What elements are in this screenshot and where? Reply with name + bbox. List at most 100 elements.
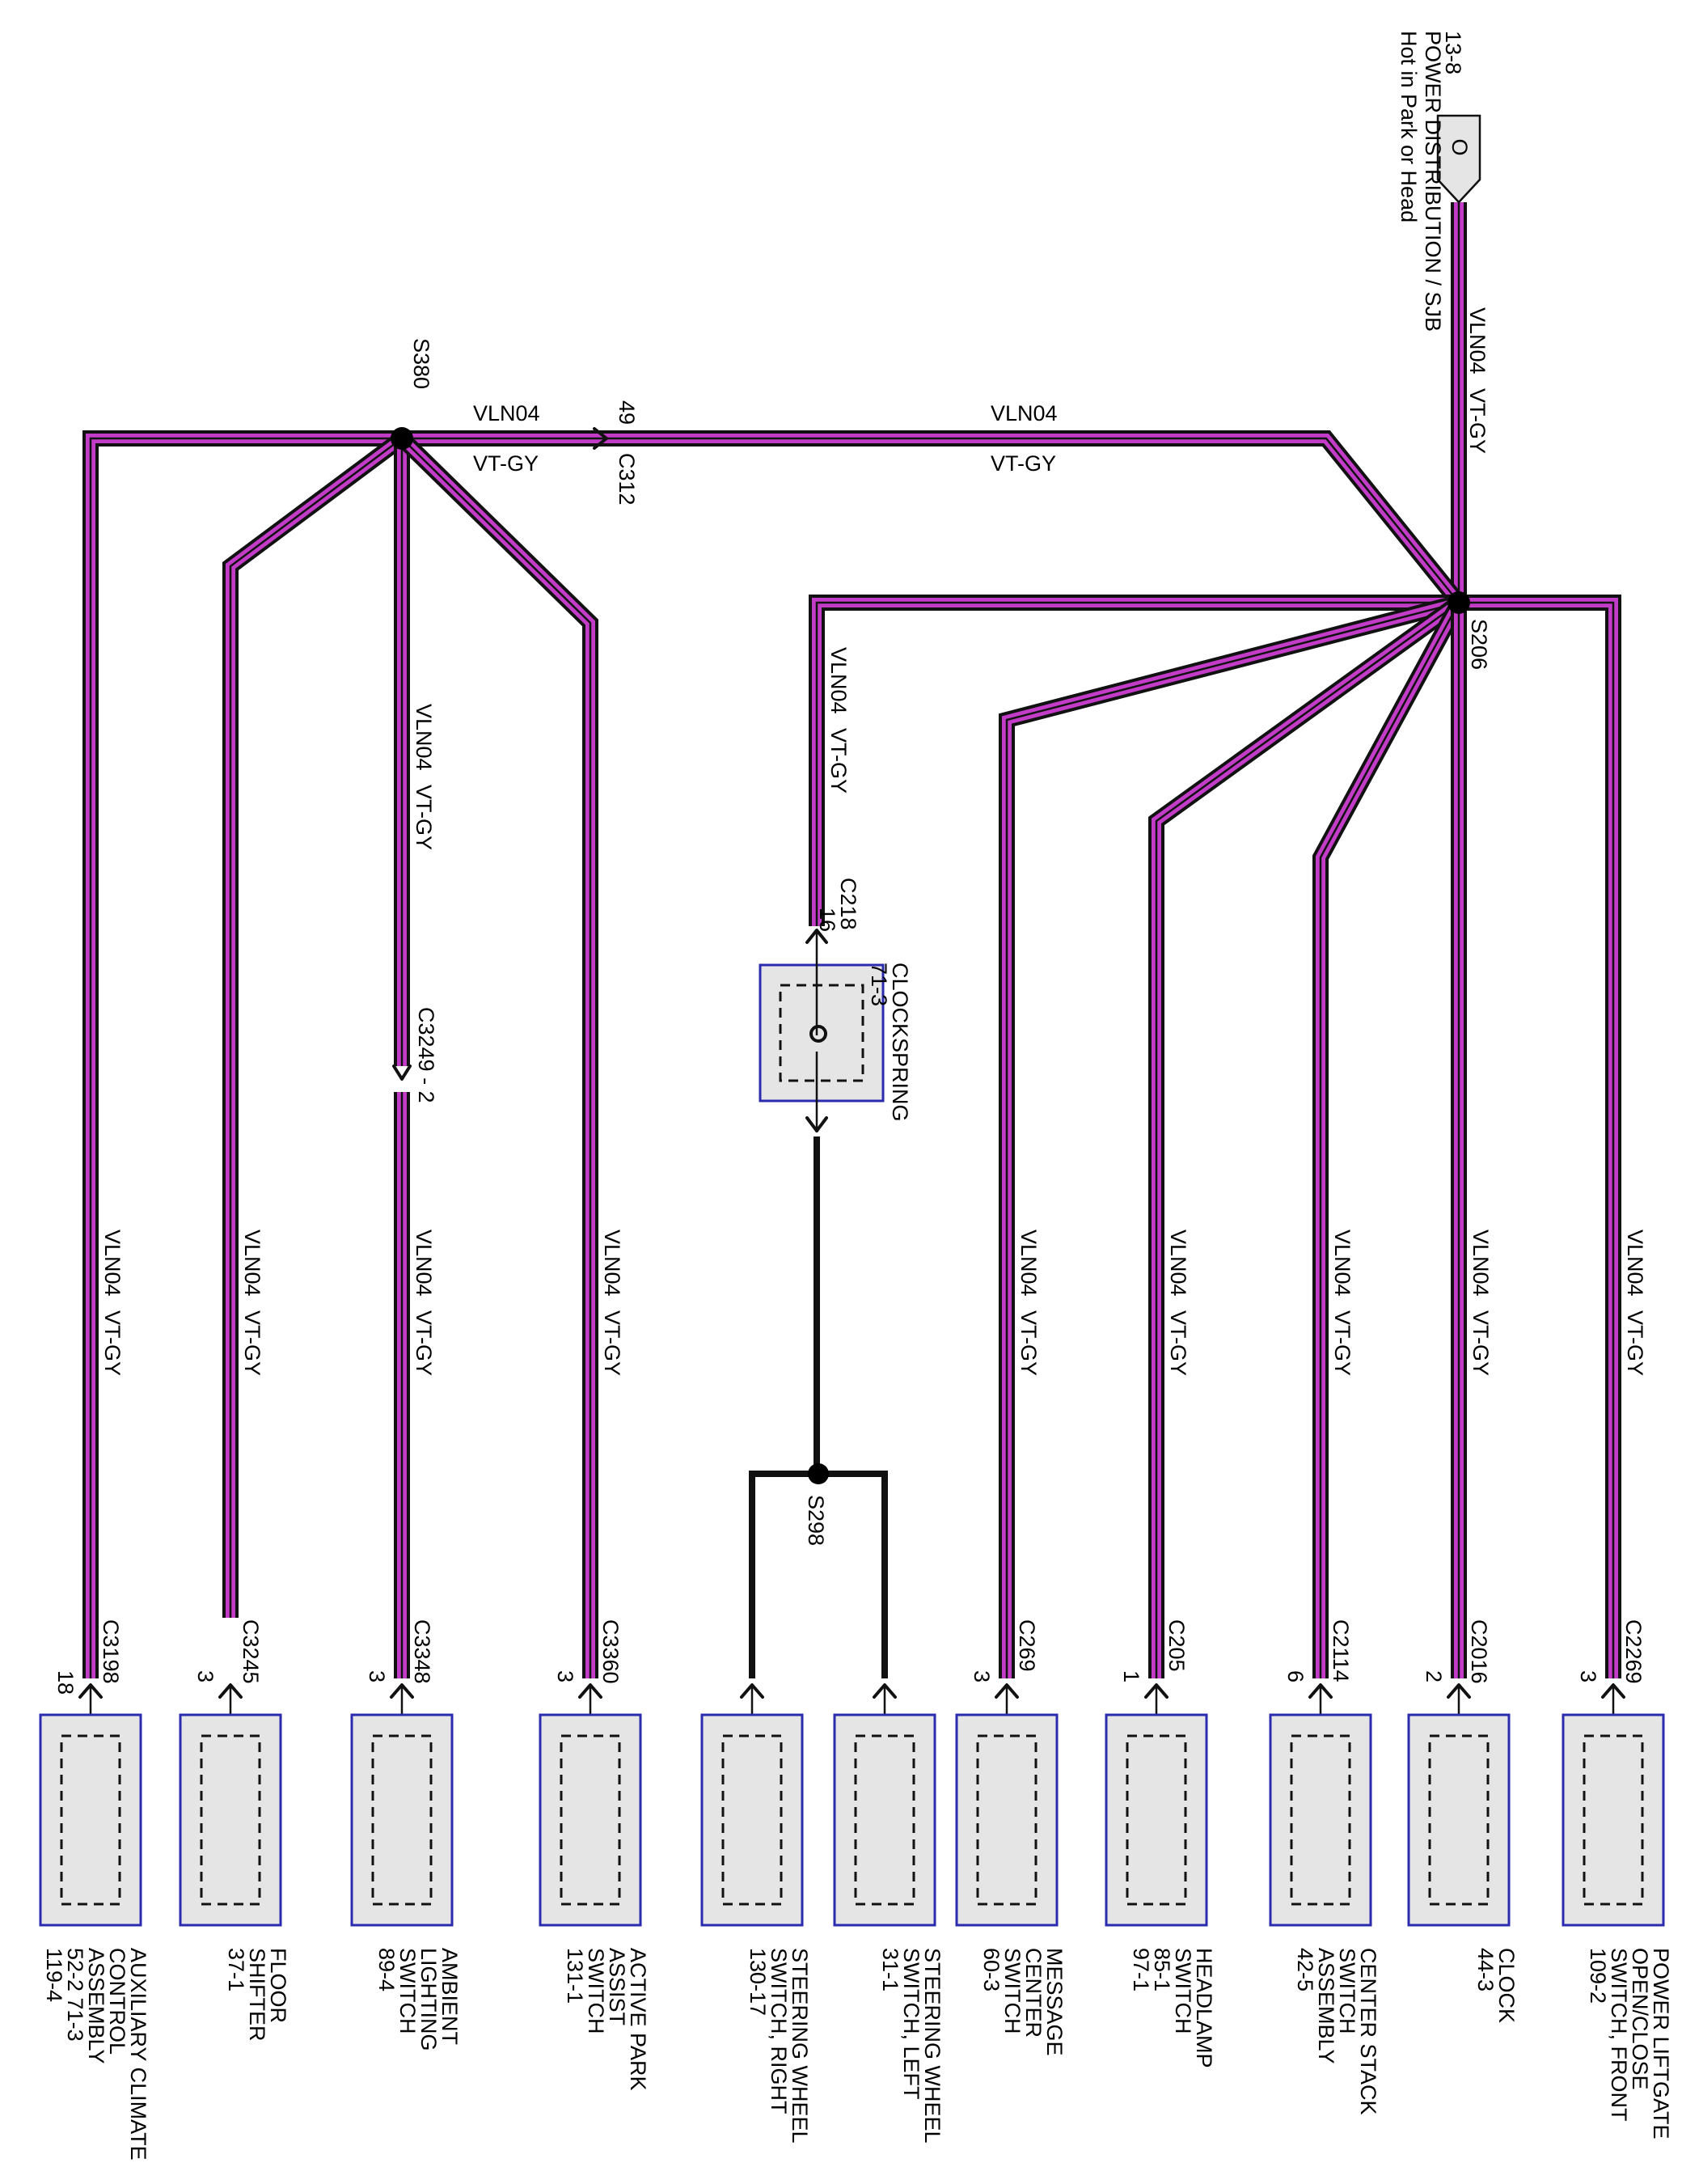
clockspring-arrow-out — [805, 1116, 828, 1132]
splice-s380 — [391, 427, 413, 450]
connector-label: C2269 — [1621, 1619, 1646, 1684]
branch-wire-color-label: VT-GY — [240, 1310, 264, 1376]
connector-label: C205 — [1164, 1619, 1189, 1672]
branch-wire-color-label: VT-GY — [100, 1310, 125, 1376]
c218-label: C218 — [836, 878, 860, 930]
component-label-line: HEADLAMP — [1192, 1948, 1216, 2068]
branch-wire-circuit-label: VLN04 — [412, 1230, 436, 1297]
power-source-connector-shape — [1436, 114, 1481, 204]
branch-wire-circuit-label: VLN04 — [1330, 1230, 1354, 1297]
connector-pin: 18 — [53, 1670, 78, 1695]
branch-wire-color-label: VT-GY — [412, 785, 436, 850]
clockspring-name: CLOCKSPRING — [888, 963, 912, 1122]
branch-wire-color-label: VT-GY — [1330, 1310, 1354, 1376]
component-label-line: 31-1 — [878, 1948, 902, 1991]
clockspring-inner — [779, 984, 864, 1082]
component-label-line: SWITCH, FRONT — [1607, 1948, 1631, 2121]
component-label-line: 60-3 — [979, 1948, 1004, 1991]
branch-wire-circuit-label: VLN04 — [1016, 1230, 1041, 1297]
branch-wire-color-label: VT-GY — [826, 728, 851, 794]
wire-branch-floor-shifter — [222, 431, 407, 1618]
connector-label: C2016 — [1467, 1619, 1491, 1684]
branch-wire-color-label: VT-GY — [1166, 1310, 1190, 1376]
c3249-label: C3249 - 2 — [414, 1007, 438, 1103]
branch-wire-color-label: VT-GY — [412, 1310, 436, 1376]
component-box — [700, 1713, 804, 1927]
component-box — [1105, 1713, 1208, 1927]
component-label-line: SWITCH — [584, 1948, 608, 2034]
branch-wire-color-label: VT-GY — [1469, 1310, 1493, 1376]
c312-pin: 49 — [615, 400, 639, 425]
connector-pin: 1 — [1119, 1670, 1143, 1682]
component-label-line: ASSEMBLY — [84, 1948, 108, 2064]
connector-pin: 3 — [553, 1670, 577, 1682]
branch-wire-circuit-label: VLN04 — [1623, 1230, 1647, 1297]
clockspring-ref: 71-3 — [867, 963, 891, 1006]
component-label-line: MESSAGE — [1042, 1948, 1067, 2056]
connector-c312: 49 C312 — [593, 400, 639, 506]
component-label-line: 42-5 — [1293, 1948, 1317, 1991]
component-label-line: SWITCH — [1000, 1948, 1025, 2034]
wire-branch-center-stack — [1312, 599, 1466, 1678]
component-box — [350, 1713, 454, 1927]
branch-wire-circuit-label: VLN04 — [1469, 1230, 1493, 1297]
connector-pin: 3 — [193, 1670, 218, 1682]
component-label-line: ASSEMBLY — [1314, 1948, 1338, 2064]
wire-branch-power-liftgate — [1459, 595, 1621, 1678]
power-source-terminal: O — [1447, 138, 1472, 155]
power-source-title: POWER DISTRIBUTION / SJB — [1421, 31, 1445, 332]
component-label-line: 37-1 — [224, 1948, 248, 1991]
component-label-line: ACTIVE PARK — [626, 1948, 650, 2091]
component-box — [1407, 1713, 1511, 1927]
component-label-line: SWITCH, LEFT — [899, 1948, 923, 2100]
component-box — [833, 1713, 936, 1927]
wire-harness — [82, 202, 1621, 1678]
connector-pin: 3 — [365, 1670, 389, 1682]
branch-wire-circuit-label: VLN04 — [412, 704, 436, 771]
wire-label-circuit-2: VLN04 — [991, 401, 1058, 425]
branch-wire-circuit-label: VLN04 — [100, 1230, 125, 1297]
branch-wire-color-label: VT-GY — [1623, 1310, 1647, 1376]
component-box — [179, 1713, 282, 1927]
wire-branch-message-center — [999, 595, 1461, 1678]
c3249-arrow — [392, 1064, 412, 1081]
connector-pin: 3 — [970, 1670, 994, 1682]
steering-wheel-wires — [749, 1136, 888, 1678]
connector-label: C3348 — [410, 1619, 434, 1684]
c312-arrow — [593, 427, 608, 450]
connector-label: C269 — [1015, 1619, 1039, 1672]
connector-label: C2114 — [1329, 1619, 1353, 1682]
component-box — [39, 1713, 142, 1927]
component-label-line: 89-4 — [374, 1948, 399, 1991]
component-label-line: AMBIENT — [437, 1948, 462, 2045]
component-label-line: ASSIST — [605, 1948, 629, 2025]
branch-wire-color-label: VT-GY — [1016, 1310, 1041, 1376]
wire-label-power-feed: VLN04 — [1465, 307, 1490, 375]
component-label-line: LIGHTING — [416, 1948, 441, 2051]
clockspring-terminal — [809, 1025, 827, 1043]
branch-wire-circuit-label: VLN04 — [240, 1230, 264, 1297]
component-label-line: OPEN/CLOSE — [1628, 1948, 1652, 2090]
connector-c3249: C3249 - 2 — [392, 1007, 438, 1103]
component-label-line: 119-4 — [42, 1948, 66, 2002]
component-label-line: 52-2 71-3 — [63, 1948, 87, 2042]
branch-wire-circuit-label: VLN04 — [826, 647, 851, 714]
wire-label-color-2: VT-GY — [991, 451, 1056, 476]
wire-branch-headlamp — [1148, 595, 1464, 1678]
clockspring: C218 16 CLOCKSPRING 71-3 — [759, 878, 912, 1132]
wire-branch-active-park — [396, 432, 598, 1678]
connector-pin: 2 — [1422, 1670, 1446, 1682]
branch-wire-labels: VLN04VT-GYVLN04VT-GYVLN04VT-GYVLN04VT-GY… — [100, 647, 1647, 1376]
connector-label: C3198 — [99, 1619, 123, 1684]
